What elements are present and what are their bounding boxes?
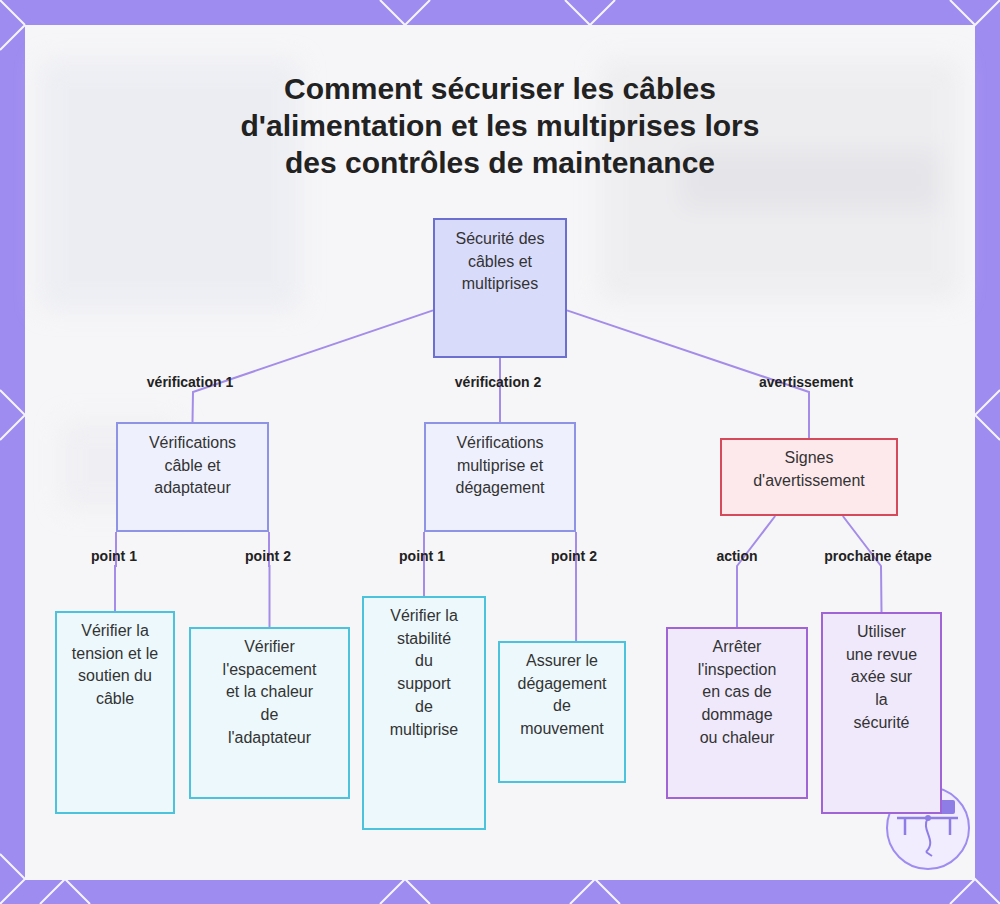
- node-label: Assurer le dégagement de mouvement: [517, 650, 607, 741]
- node-label: Sécurité des câbles et multiprises: [452, 228, 548, 296]
- warning-box: Signes d'avertissement: [720, 438, 898, 516]
- node-label: Vérifier l'espacement et la chaleur de l…: [217, 636, 322, 750]
- tree-connector: [499, 358, 501, 422]
- edge-label: vérification 1: [147, 374, 233, 390]
- check-box: Vérifier la tension et le soutien du câb…: [55, 611, 175, 814]
- category-box: Vérifications câble et adaptateur: [116, 422, 269, 532]
- edge-label: point 2: [551, 548, 597, 564]
- edge-label: vérification 2: [455, 374, 541, 390]
- tree-connector: [268, 532, 271, 627]
- node-label: Vérifier la stabilité du support de mult…: [388, 605, 460, 741]
- edge-label: point 2: [245, 548, 291, 564]
- node-label: Vérifier la tension et le soutien du câb…: [70, 620, 160, 711]
- check-box: Vérifier l'espacement et la chaleur de l…: [189, 627, 350, 799]
- node-label: Utiliser une revue axée sur la sécurité: [846, 621, 918, 735]
- edge-label: prochaine étape: [824, 548, 931, 564]
- tree-connector: [193, 310, 434, 422]
- tree-connector: [843, 516, 882, 612]
- node-label: Signes d'avertissement: [739, 447, 879, 492]
- edge-label: avertissement: [759, 374, 853, 390]
- root-box: Sécurité des câbles et multiprises: [433, 218, 567, 358]
- tree-connector: [737, 516, 775, 627]
- tree-connector: [423, 532, 425, 596]
- edge-label: point 1: [91, 548, 137, 564]
- edge-label: point 1: [399, 548, 445, 564]
- category-box: Vérifications multiprise et dégagement: [424, 422, 576, 532]
- check-box: Vérifier la stabilité du support de mult…: [362, 596, 486, 830]
- node-label: Vérifications câble et adaptateur: [138, 432, 248, 500]
- edge-label: action: [716, 548, 757, 564]
- tree-connector: [115, 532, 116, 611]
- diagram-title: Comment sécuriser les câbles d'alimentat…: [220, 70, 780, 181]
- action-box: Arrêter l'inspection en cas de dommage o…: [666, 627, 808, 799]
- node-label: Arrêter l'inspection en cas de dommage o…: [693, 636, 781, 750]
- node-label: Vérifications multiprise et dégagement: [444, 432, 556, 500]
- check-box: Assurer le dégagement de mouvement: [498, 641, 626, 783]
- action-box: Utiliser une revue axée sur la sécurité: [821, 612, 942, 814]
